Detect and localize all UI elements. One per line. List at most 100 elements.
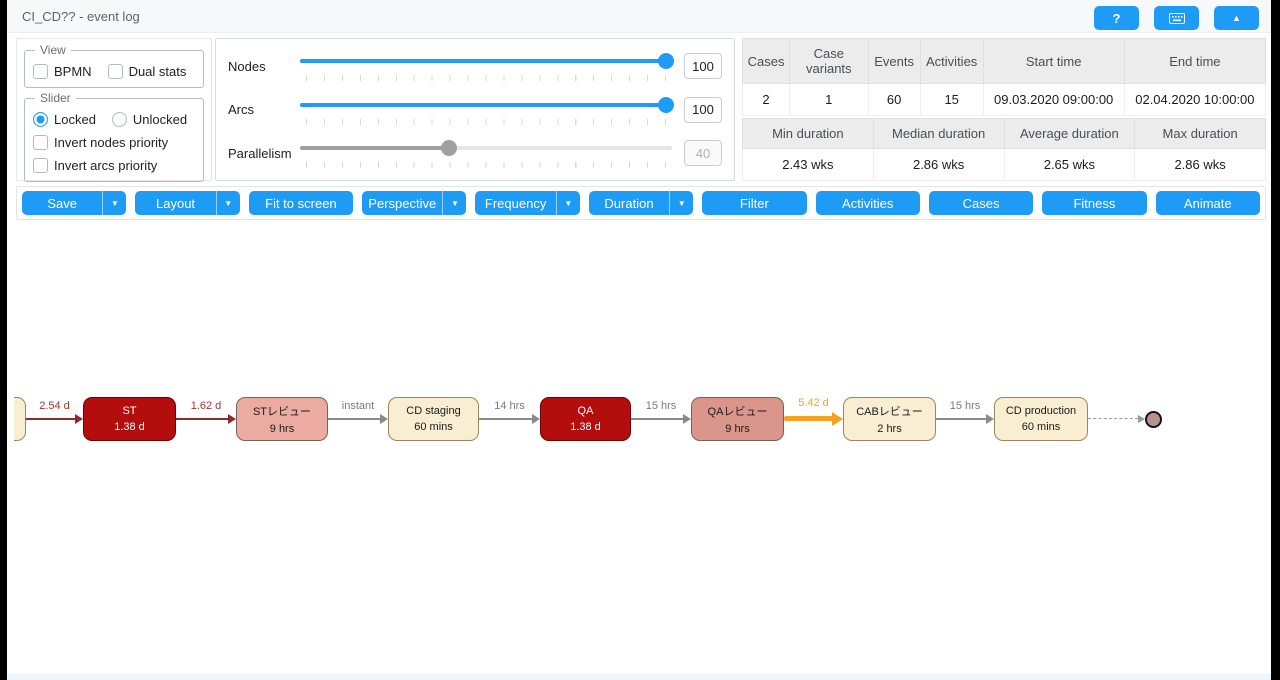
nodes-slider-handle[interactable] — [658, 53, 674, 69]
layout-dropdown-caret[interactable]: ▼ — [215, 191, 240, 215]
process-node-st[interactable]: ST 1.38 d — [83, 397, 176, 441]
caret-up-icon: ▲ — [1232, 13, 1241, 23]
end-event-node[interactable] — [1145, 411, 1162, 428]
case-variants-value: 1 — [789, 83, 869, 116]
keyboard-shortcuts-button[interactable] — [1154, 6, 1199, 30]
slider-ticks — [306, 118, 666, 125]
nodes-slider-label: Nodes — [228, 58, 266, 74]
slider-fieldset: Slider Locked Unlocked Invert nodes prio… — [24, 91, 204, 182]
arrowhead-icon — [228, 414, 236, 424]
filter-button[interactable]: Filter — [702, 191, 807, 215]
help-button[interactable]: ? — [1094, 6, 1139, 30]
flow-edge: 15 hrs — [631, 400, 691, 424]
parallelism-slider[interactable] — [300, 138, 672, 168]
bpmn-label: BPMN — [54, 64, 92, 79]
col-header: Case variants — [789, 38, 869, 84]
frequency-dropdown-caret[interactable]: ▼ — [555, 191, 580, 215]
slider-ticks — [306, 162, 666, 168]
activities-button[interactable]: Activities — [815, 191, 920, 215]
col-header: Median duration — [872, 118, 1005, 149]
arrowhead-icon — [532, 414, 540, 424]
col-header: Start time — [982, 38, 1125, 84]
invert-arcs-priority-label: Invert arcs priority — [54, 158, 158, 173]
log-stats-table: Cases Case variants Events Activities St… — [741, 38, 1267, 116]
edge-duration-label: 1.62 d — [190, 400, 222, 412]
arcs-value-input[interactable] — [684, 96, 722, 123]
invert-arcs-priority-checkbox[interactable] — [33, 158, 48, 173]
nodes-slider[interactable] — [300, 51, 674, 81]
slider-ticks — [306, 75, 666, 81]
nodes-value-input[interactable] — [684, 53, 722, 79]
help-icon: ? — [1112, 10, 1121, 26]
edge-duration-label: instant — [341, 400, 375, 412]
table-row: 2.43 wks 2.86 wks 2.65 wks 2.86 wks — [742, 148, 1266, 181]
process-map-canvas[interactable]: 2.54 d ST 1.38 d 1.62 d STレビュー 9 hrs ins… — [7, 220, 1271, 674]
flow-edge: 15 hrs — [936, 400, 994, 424]
locked-radio[interactable] — [33, 112, 48, 127]
col-header: Events — [867, 38, 921, 84]
animate-button[interactable]: Animate — [1155, 191, 1260, 215]
view-fieldset: View BPMN Dual stats — [24, 43, 204, 88]
arcs-slider-handle[interactable] — [658, 96, 674, 113]
duration-stats-table: Min duration Median duration Average dur… — [742, 118, 1266, 181]
arrowhead-icon — [986, 414, 994, 424]
activities-value: 15 — [919, 83, 984, 116]
flow-edge: instant — [328, 400, 388, 424]
cases-button[interactable]: Cases — [928, 191, 1034, 215]
process-node-cab-review[interactable]: CABレビュー 2 hrs — [843, 397, 936, 441]
process-node-qa[interactable]: QA 1.38 d — [540, 397, 631, 441]
toolbar: Save ▼ Layout ▼ Fit to screen Perspectiv… — [16, 186, 1266, 220]
events-value: 60 — [867, 83, 921, 116]
flow-edge: 14 hrs — [479, 400, 540, 424]
col-header: Max duration — [1134, 118, 1266, 149]
fit-to-screen-button[interactable]: Fit to screen — [248, 191, 354, 215]
col-header: Average duration — [1003, 118, 1136, 149]
median-duration-value: 2.86 wks — [872, 148, 1005, 181]
duration-button[interactable]: Duration ▼ — [588, 191, 694, 215]
save-button[interactable]: Save ▼ — [22, 191, 127, 215]
dual-stats-checkbox[interactable] — [107, 64, 123, 79]
frequency-button[interactable]: Frequency ▼ — [475, 191, 580, 215]
save-dropdown-caret[interactable]: ▼ — [102, 191, 126, 215]
cases-value: 2 — [741, 83, 791, 116]
start-time-value: 09.03.2020 09:00:00 — [982, 83, 1125, 116]
process-node-qa-review[interactable]: QAレビュー 9 hrs — [691, 397, 784, 441]
arrowhead-icon — [832, 412, 843, 426]
arrowhead-icon — [75, 414, 83, 424]
invert-nodes-priority-checkbox[interactable] — [33, 135, 48, 150]
parallelism-slider-handle[interactable] — [440, 140, 457, 156]
edge-duration-label: 2.54 d — [39, 400, 70, 412]
flow-edge: 2.54 d — [26, 400, 83, 424]
arrowhead-icon — [683, 414, 691, 424]
process-node-cd-staging[interactable]: CD staging 60 mins — [388, 397, 479, 441]
arcs-slider[interactable] — [300, 95, 674, 125]
flow-edge: 1.62 d — [176, 400, 236, 424]
slider-legend: Slider — [40, 91, 71, 105]
view-slider-panel: View BPMN Dual stats Slider Locked Unloc… — [16, 38, 212, 182]
view-legend: View — [40, 43, 66, 57]
collapse-panel-button[interactable]: ▲ — [1214, 6, 1259, 30]
process-node-clipped[interactable] — [14, 397, 26, 441]
header-bar: CI_CD?? - event log ? ▲ — [7, 0, 1271, 33]
sliders-panel: Nodes Arcs Parallelism — [215, 38, 735, 181]
process-node-cd-production[interactable]: CD production 60 mins — [994, 397, 1088, 441]
locked-label: Locked — [54, 112, 96, 127]
perspective-dropdown-caret[interactable]: ▼ — [442, 191, 466, 215]
bpmn-checkbox[interactable] — [33, 64, 48, 79]
bottom-strip — [7, 674, 1271, 680]
edge-duration-label: 14 hrs — [494, 400, 525, 412]
min-duration-value: 2.43 wks — [742, 148, 874, 181]
max-duration-value: 2.86 wks — [1134, 148, 1266, 181]
layout-button[interactable]: Layout ▼ — [135, 191, 240, 215]
duration-dropdown-caret[interactable]: ▼ — [669, 191, 693, 215]
table-row: 2 1 60 15 09.03.2020 09:00:00 02.04.2020… — [741, 83, 1267, 116]
perspective-button[interactable]: Perspective ▼ — [362, 191, 467, 215]
process-node-st-review[interactable]: STレビュー 9 hrs — [236, 397, 328, 441]
end-time-value: 02.04.2020 10:00:00 — [1123, 83, 1267, 116]
edge-duration-label: 15 hrs — [645, 400, 677, 412]
fitness-button[interactable]: Fitness — [1042, 191, 1147, 215]
col-header: Cases — [741, 38, 791, 84]
stats-section: Cases Case variants Events Activities St… — [741, 38, 1267, 181]
unlocked-radio[interactable] — [111, 112, 127, 127]
parallelism-slider-label: Parallelism — [228, 145, 292, 161]
